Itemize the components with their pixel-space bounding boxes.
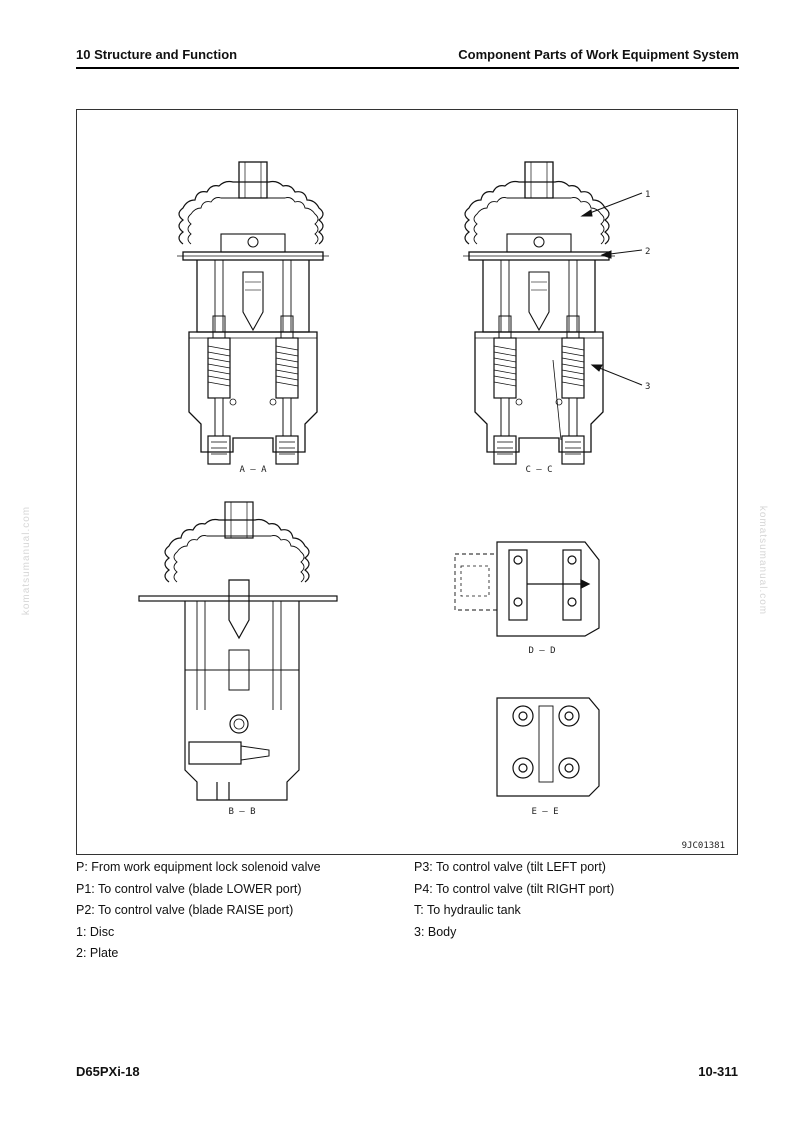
legend-item: 3: Body (414, 924, 457, 939)
valve-cross-section-drawing: A – A C – C 1 2 3 B (138, 110, 725, 851)
section-view-ee (496, 697, 600, 797)
legend-item: P4: To control valve (tilt RIGHT port) (414, 881, 615, 896)
figure-code: 9JC01381 (682, 841, 725, 851)
section-view-aa: A – A (177, 162, 329, 475)
figure-frame: A – A C – C 1 2 3 B (76, 109, 738, 855)
legend-left: P: From work equipment lock solenoid val… (76, 857, 321, 965)
section-view-cc: C – C (463, 162, 615, 475)
view-label-dd: D – D (528, 646, 555, 656)
page-topic: Component Parts of Work Equipment System (458, 47, 739, 62)
view-label-aa: A – A (239, 465, 267, 475)
section-view-bb (138, 501, 338, 801)
legend-item: 1: Disc (76, 924, 115, 939)
legend-right: P3: To control valve (tilt LEFT port) P4… (414, 857, 614, 943)
legend-item: P2: To control valve (blade RAISE port) (76, 903, 294, 917)
legend-item: 2: Plate (76, 946, 119, 960)
section-view-dd (454, 541, 600, 637)
footer-page-number: 10-311 (698, 1064, 738, 1079)
callout-1: 1 (645, 190, 650, 200)
callout-3: 3 (645, 382, 650, 392)
section-title: 10 Structure and Function (76, 47, 238, 62)
callout-lines (580, 192, 643, 386)
view-label-ee: E – E (531, 807, 558, 817)
footer-model: D65PXi-18 (76, 1064, 140, 1079)
legend-item: P: From work equipment lock solenoid val… (76, 860, 321, 874)
view-label-bb: B – B (228, 807, 255, 817)
callout-2: 2 (645, 247, 650, 257)
header-rule (76, 67, 739, 69)
legend-item: P3: To control valve (tilt LEFT port) (414, 860, 606, 874)
watermark-left: komatsumanual.com (21, 505, 33, 616)
watermark-right: komatsumanual.com (757, 505, 769, 616)
view-label-cc: C – C (525, 465, 552, 475)
legend-item: P1: To control valve (blade LOWER port) (76, 881, 302, 896)
legend-item: T: To hydraulic tank (414, 903, 521, 917)
